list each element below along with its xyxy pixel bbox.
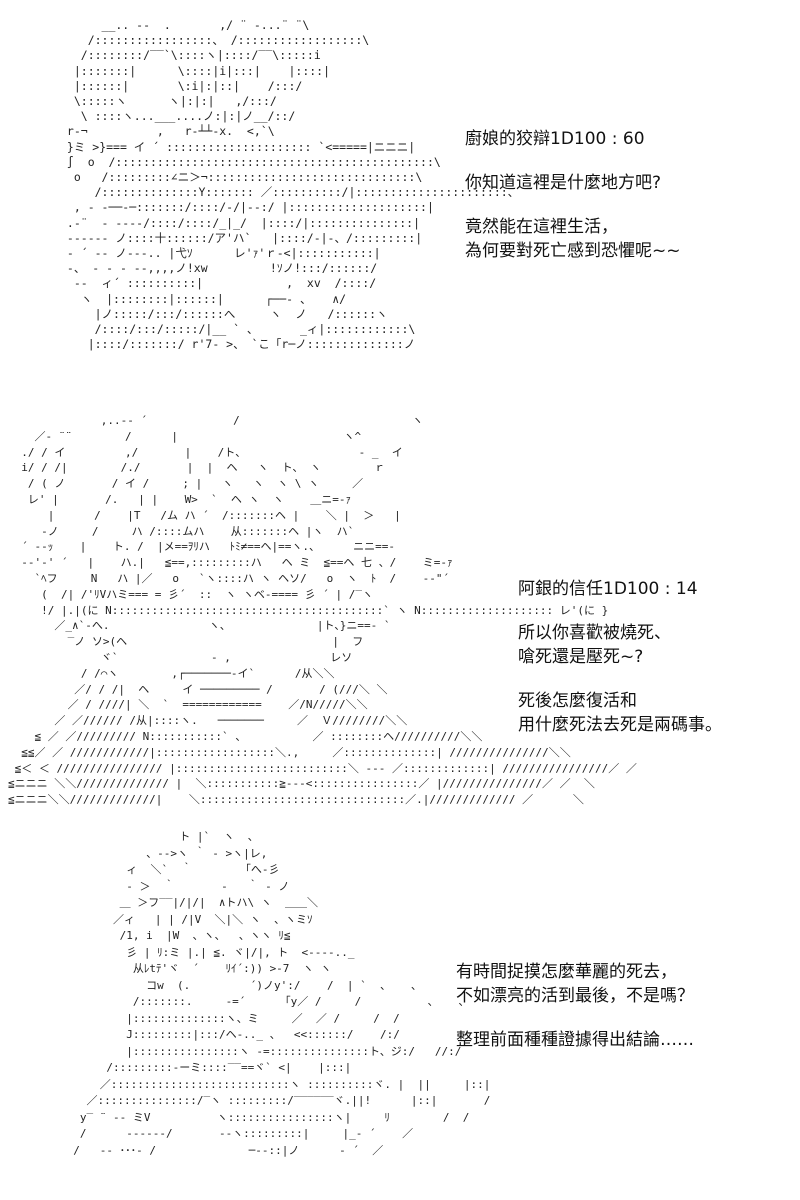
dialogue-line: 整理前面種種證據得出結論…… bbox=[456, 1030, 694, 1050]
dice-roll-line: 廚娘的狡辯1D100 : 60 bbox=[465, 129, 645, 149]
panel-3: ト |` ヽ 、 、‐‐>ヽ ｀ ‐ >ヽ|レ, ィ ＼` ｀ ｢へ‐彡 ‐ ＞… bbox=[0, 815, 800, 1200]
dialogue-block-3: 有時間捉摸怎麼華麗的死去， 不如漂亮的活到最後，不是嗎？ 整理前面種種證據得出結… bbox=[456, 960, 694, 1072]
panel-2: ,..-‐ ´ / ヽ ／‐ ¨¨ / | ヽ^ ./ / イ ,/ | /ト、… bbox=[0, 395, 800, 815]
dialogue-line: 有時間捉摸怎麼華麗的死去， 不如漂亮的活到最後，不是嗎？ bbox=[456, 962, 694, 1006]
dialogue-line: 竟然能在這裡生活， 為何要對死亡感到恐懼呢~~ bbox=[465, 217, 681, 261]
panel-1: __.. -- . ,/ ¨ ‐...¨ ¨\ /:::::::::::::::… bbox=[0, 0, 800, 395]
dialogue-block-2: 阿銀的信任1D100 : 14 所以你喜歡被燒死、 嗆死還是壓死~? 死後怎麼復… bbox=[518, 577, 722, 757]
dialogue-line: 死後怎麼復活和 用什麼死法去死是兩碼事。 bbox=[518, 691, 722, 735]
dice-roll-line: 阿銀的信任1D100 : 14 bbox=[518, 579, 698, 599]
ascii-art-character-1: __.. -- . ,/ ¨ ‐...¨ ¨\ /:::::::::::::::… bbox=[66, 18, 520, 352]
dialogue-line: 你知道這裡是什麼地方吧? bbox=[465, 173, 662, 193]
ascii-art-character-2: ,..-‐ ´ / ヽ ／‐ ¨¨ / | ヽ^ ./ / イ ,/ | /ト、… bbox=[8, 414, 637, 807]
dialogue-block-1: 廚娘的狡辯1D100 : 60 你知道這裡是什麼地方吧? 竟然能在這裡生活， 為… bbox=[465, 127, 681, 283]
dialogue-line: 所以你喜歡被燒死、 嗆死還是壓死~? bbox=[518, 623, 671, 667]
ascii-art-character-3: ト |` ヽ 、 、‐‐>ヽ ｀ ‐ >ヽ|レ, ィ ＼` ｀ ｢へ‐彡 ‐ ＞… bbox=[73, 830, 491, 1157]
